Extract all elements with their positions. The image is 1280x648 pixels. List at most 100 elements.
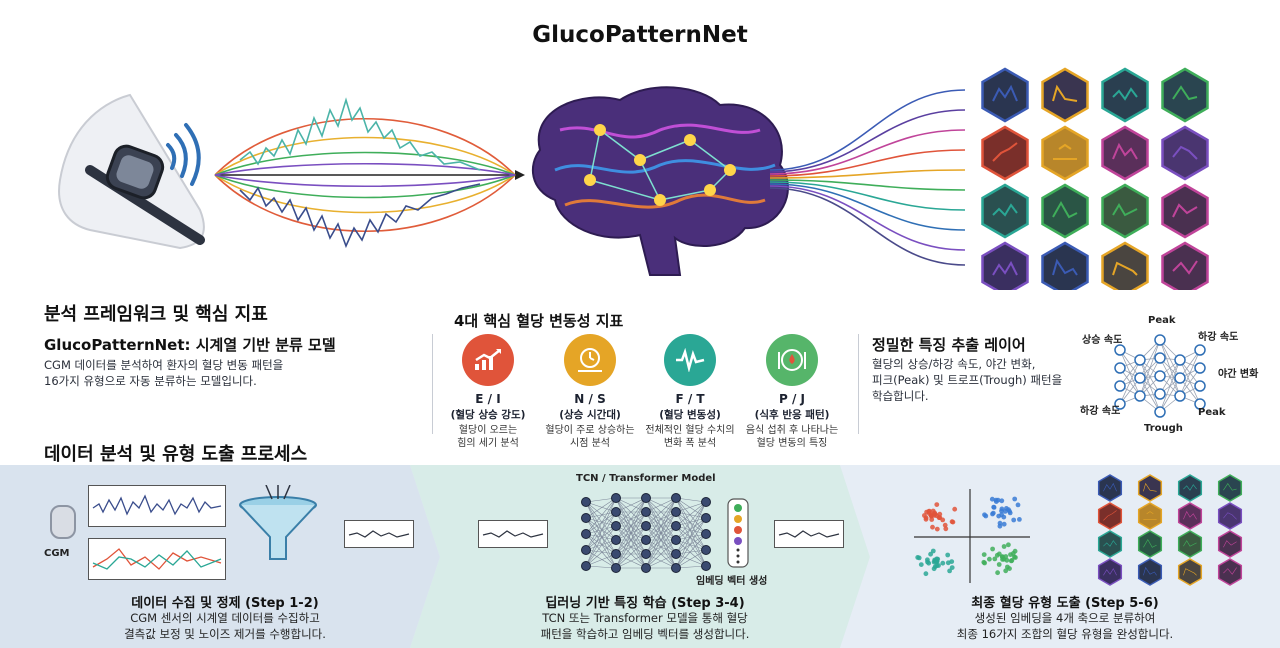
network-node [1134, 390, 1146, 402]
glucose-type-hex [1097, 530, 1123, 558]
clean-signal-box-2 [478, 520, 548, 548]
metric-name: (상승 시간대) [559, 409, 621, 421]
cluster-point [996, 513, 1002, 519]
cluster-point [930, 508, 936, 514]
metric-ft: F / T (혈당 변동성) 전체적인 혈당 수치의 변화 폭 분석 [634, 334, 746, 450]
glucose-type-hex [981, 241, 1029, 290]
cluster-point [918, 562, 924, 567]
glucose-type-hex [1101, 67, 1149, 123]
cluster-point [934, 559, 940, 564]
cluster-point [1003, 568, 1009, 574]
cluster-point [925, 557, 930, 563]
network-node [1154, 334, 1166, 346]
page-title: GlucoPatternNet [532, 22, 748, 48]
metric-desc-1: 전체적인 혈당 수치의 [645, 425, 735, 436]
glucose-type-hex [1217, 558, 1243, 586]
network-node [701, 529, 711, 539]
network-node [1154, 388, 1166, 400]
network-node [1174, 354, 1186, 366]
cluster-point [940, 560, 946, 566]
network-node [1154, 370, 1166, 382]
cluster-point [989, 496, 995, 502]
cluster-point [1001, 521, 1007, 527]
glucose-type-hex [1041, 67, 1089, 123]
cluster-point [1003, 554, 1009, 559]
feature-network-diagram: 상승 속도 Peak 하강 속도 야간 변화 하강 속도 Peak Trough [1080, 315, 1259, 434]
cluster-point [1010, 551, 1016, 556]
metric-desc-2: 힘의 세기 분석 [457, 438, 519, 449]
cluster-point [1015, 502, 1021, 508]
metric-desc-2: 혈당 변동의 특징 [756, 438, 828, 449]
cluster-point [991, 504, 997, 510]
glucose-type-hex [1101, 183, 1149, 239]
cluster-point [994, 552, 1000, 558]
glucose-type-hex [1097, 474, 1123, 502]
label-peak-top: Peak [1148, 315, 1176, 326]
cluster-point [1007, 508, 1012, 514]
cluster-point [945, 560, 951, 566]
cluster-point [930, 524, 935, 530]
cluster-point [1007, 566, 1012, 571]
network-node [581, 545, 591, 555]
network-node [671, 535, 681, 545]
network-node [1134, 354, 1146, 366]
cluster-point [1017, 517, 1022, 522]
step1-title: 데이터 수집 및 정제 (Step 1-2) [131, 596, 319, 611]
glucose-type-hex [1177, 530, 1203, 558]
network-node [1174, 390, 1186, 402]
cluster-point [990, 546, 995, 552]
cluster-point [950, 519, 956, 525]
glucose-type-hex [1137, 502, 1163, 530]
cluster-point [995, 570, 1000, 576]
cgm-label: CGM [44, 548, 70, 559]
network-node [641, 493, 651, 503]
hero-illustration [58, 67, 1209, 290]
cluster-point [987, 556, 992, 562]
signal-waves [214, 97, 525, 249]
network-node [671, 507, 681, 517]
features-desc-2: 피크(Peak) 및 트로프(Trough) 패턴을 [872, 373, 1063, 387]
network-node [611, 521, 621, 531]
glucose-type-hex [981, 67, 1029, 123]
embedding-vector-icon [727, 498, 749, 568]
filter-funnel-icon [239, 485, 317, 560]
step2-desc-2: 패턴을 학습하고 임베딩 벡터를 생성합니다. [540, 627, 750, 641]
step2-desc-1: TCN 또는 Transformer 모델을 통해 혈당 [542, 611, 748, 625]
metric-code: N / S [574, 392, 606, 406]
cluster-point [926, 508, 932, 514]
divider-right [858, 334, 859, 434]
cluster-point [1002, 509, 1008, 514]
label-fall-speed-right: 하강 속도 [1198, 330, 1238, 343]
network-node [671, 549, 681, 559]
network-node [581, 529, 591, 539]
glucose-type-hex [1137, 558, 1163, 586]
classification-arrows [769, 89, 966, 266]
network-node [1194, 362, 1206, 374]
cluster-point [999, 508, 1004, 514]
network-node [611, 563, 621, 573]
cluster-point [1001, 514, 1007, 520]
rising-chart-icon [462, 334, 514, 386]
cluster-point [992, 556, 998, 562]
label-fall-speed-left: 하강 속도 [1080, 404, 1120, 417]
result-hex-grid [1097, 474, 1243, 586]
network-node [1114, 398, 1126, 410]
network-node [1114, 344, 1126, 356]
network-node [641, 521, 651, 531]
glucose-type-hex [1177, 558, 1203, 586]
glucose-type-hex [1177, 502, 1203, 530]
multi-signal-box [88, 538, 226, 580]
metric-name: (식후 반응 패턴) [754, 409, 830, 421]
cluster-point [928, 551, 933, 557]
network-node [581, 561, 591, 571]
cluster-point [1004, 557, 1010, 563]
glucose-type-hex [981, 183, 1029, 239]
clean-signal-box-1 [344, 520, 414, 548]
meal-drop-icon [766, 334, 818, 386]
model-title: GlucoPatternNet: 시계열 기반 분류 모델 [44, 336, 336, 354]
features-desc-3: 학습합니다. [872, 389, 929, 403]
glucose-type-hex [1041, 241, 1089, 290]
network-node [1154, 352, 1166, 364]
cluster-point [947, 568, 952, 574]
network-node [701, 497, 711, 507]
